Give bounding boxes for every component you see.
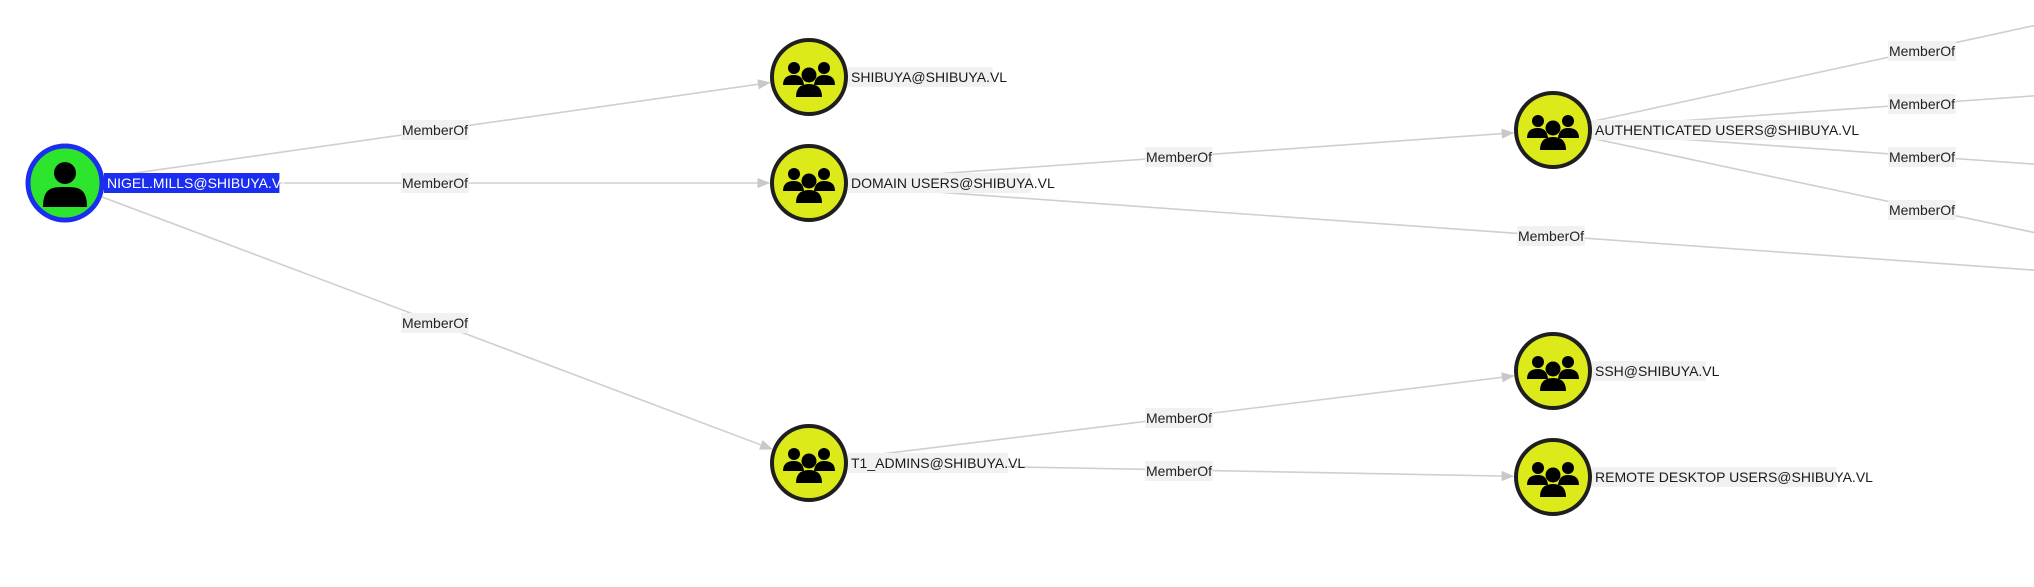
- edge-label: MemberOf: [402, 315, 468, 331]
- edge-line[interactable]: [1589, 136, 2034, 238]
- edge-label: MemberOf: [1889, 202, 1955, 218]
- group-icon: [783, 448, 835, 483]
- node-label-background: [848, 67, 993, 87]
- edge-label: MemberOf: [1146, 463, 1212, 479]
- edge-domain_users-to-offscreen_e[interactable]: MemberOf: [845, 184, 2034, 272]
- edge-nigel-to-t1_admins[interactable]: MemberOf: [99, 195, 773, 450]
- node-label[interactable]: T1_ADMINS@SHIBUYA.VL: [851, 455, 1025, 471]
- edge-label-background: [1888, 41, 1956, 61]
- edge-label-background: [1145, 461, 1213, 481]
- group-icon: [1527, 115, 1579, 150]
- node-label[interactable]: AUTHENTICATED USERS@SHIBUYA.VL: [1595, 122, 1859, 138]
- node-label[interactable]: REMOTE DESKTOP USERS@SHIBUYA.VL: [1595, 469, 1873, 485]
- edge-label-background: [1888, 94, 1956, 114]
- node-label-background: [848, 453, 1008, 473]
- edge-line[interactable]: [1588, 20, 2034, 123]
- nodes-layer: NIGEL.MILLS@SHIBUYA.VL SHIBUYA@SHIBUYA.VL…: [25, 38, 1873, 516]
- group-icon: [1527, 356, 1579, 391]
- node-label-background: [1592, 361, 1706, 381]
- edge-auth_users-to-offscreen_a[interactable]: MemberOf: [1588, 20, 2034, 123]
- node-domain-users-shibuya-vl[interactable]: DOMAIN USERS@SHIBUYA.VL: [770, 144, 1055, 222]
- node-nigel-mills-shibuya-vl[interactable]: NIGEL.MILLS@SHIBUYA.VL: [25, 143, 289, 223]
- edge-label-background: [1517, 226, 1585, 246]
- edges-layer: MemberOfMemberOfMemberOfMemberOfMemberOf…: [99, 20, 2034, 482]
- user-icon: [43, 162, 87, 207]
- node-label[interactable]: NIGEL.MILLS@SHIBUYA.VL: [107, 175, 289, 191]
- edge-t1_admins-to-rdp_users[interactable]: MemberOf: [845, 461, 1515, 482]
- edge-label-background: [1888, 147, 1956, 167]
- edge-label: MemberOf: [1146, 410, 1212, 426]
- edge-label-background: [401, 120, 469, 140]
- node-label-background: [104, 173, 280, 193]
- edge-label: MemberOf: [1889, 96, 1955, 112]
- edge-label-background: [1145, 147, 1213, 167]
- edge-t1_admins-to-ssh[interactable]: MemberOf: [845, 372, 1515, 460]
- edge-auth_users-to-offscreen_d[interactable]: MemberOf: [1589, 136, 2034, 238]
- group-icon: [1527, 462, 1579, 497]
- group-icon: [783, 168, 835, 203]
- group-icon: [783, 62, 835, 97]
- edge-label: MemberOf: [1889, 149, 1955, 165]
- edge-label: MemberOf: [402, 175, 468, 191]
- node-t1-admins-shibuya-vl[interactable]: T1_ADMINS@SHIBUYA.VL: [770, 424, 1025, 502]
- edge-nigel-to-shibuya[interactable]: MemberOf: [101, 79, 771, 179]
- node-shibuya-shibuya-vl[interactable]: SHIBUYA@SHIBUYA.VL: [770, 38, 1007, 116]
- edge-label-background: [1888, 200, 1956, 220]
- edge-label: MemberOf: [402, 122, 468, 138]
- edge-label: MemberOf: [1146, 149, 1212, 165]
- edge-label: MemberOf: [1889, 43, 1955, 59]
- edge-line[interactable]: [845, 184, 2034, 272]
- node-label-background: [1592, 120, 1829, 140]
- node-ssh-shibuya-vl[interactable]: SSH@SHIBUYA.VL: [1514, 332, 1720, 410]
- node-label-background: [848, 173, 1032, 193]
- node-label-background: [1592, 467, 1837, 487]
- node-label[interactable]: DOMAIN USERS@SHIBUYA.VL: [851, 175, 1055, 191]
- edge-nigel-to-domain_users[interactable]: MemberOf: [102, 173, 771, 193]
- edge-label: MemberOf: [1518, 228, 1584, 244]
- node-remote-desktop-users-shibuya-vl[interactable]: REMOTE DESKTOP USERS@SHIBUYA.VL: [1514, 438, 1873, 516]
- node-label[interactable]: SSH@SHIBUYA.VL: [1595, 363, 1720, 379]
- edge-label-background: [1145, 408, 1213, 428]
- edge-domain_users-to-auth_users[interactable]: MemberOf: [845, 128, 1515, 182]
- edge-label-background: [401, 173, 469, 193]
- edge-label-background: [401, 313, 469, 333]
- node-label[interactable]: SHIBUYA@SHIBUYA.VL: [851, 69, 1007, 85]
- node-authenticated-users-shibuya-vl[interactable]: AUTHENTICATED USERS@SHIBUYA.VL: [1514, 91, 1859, 169]
